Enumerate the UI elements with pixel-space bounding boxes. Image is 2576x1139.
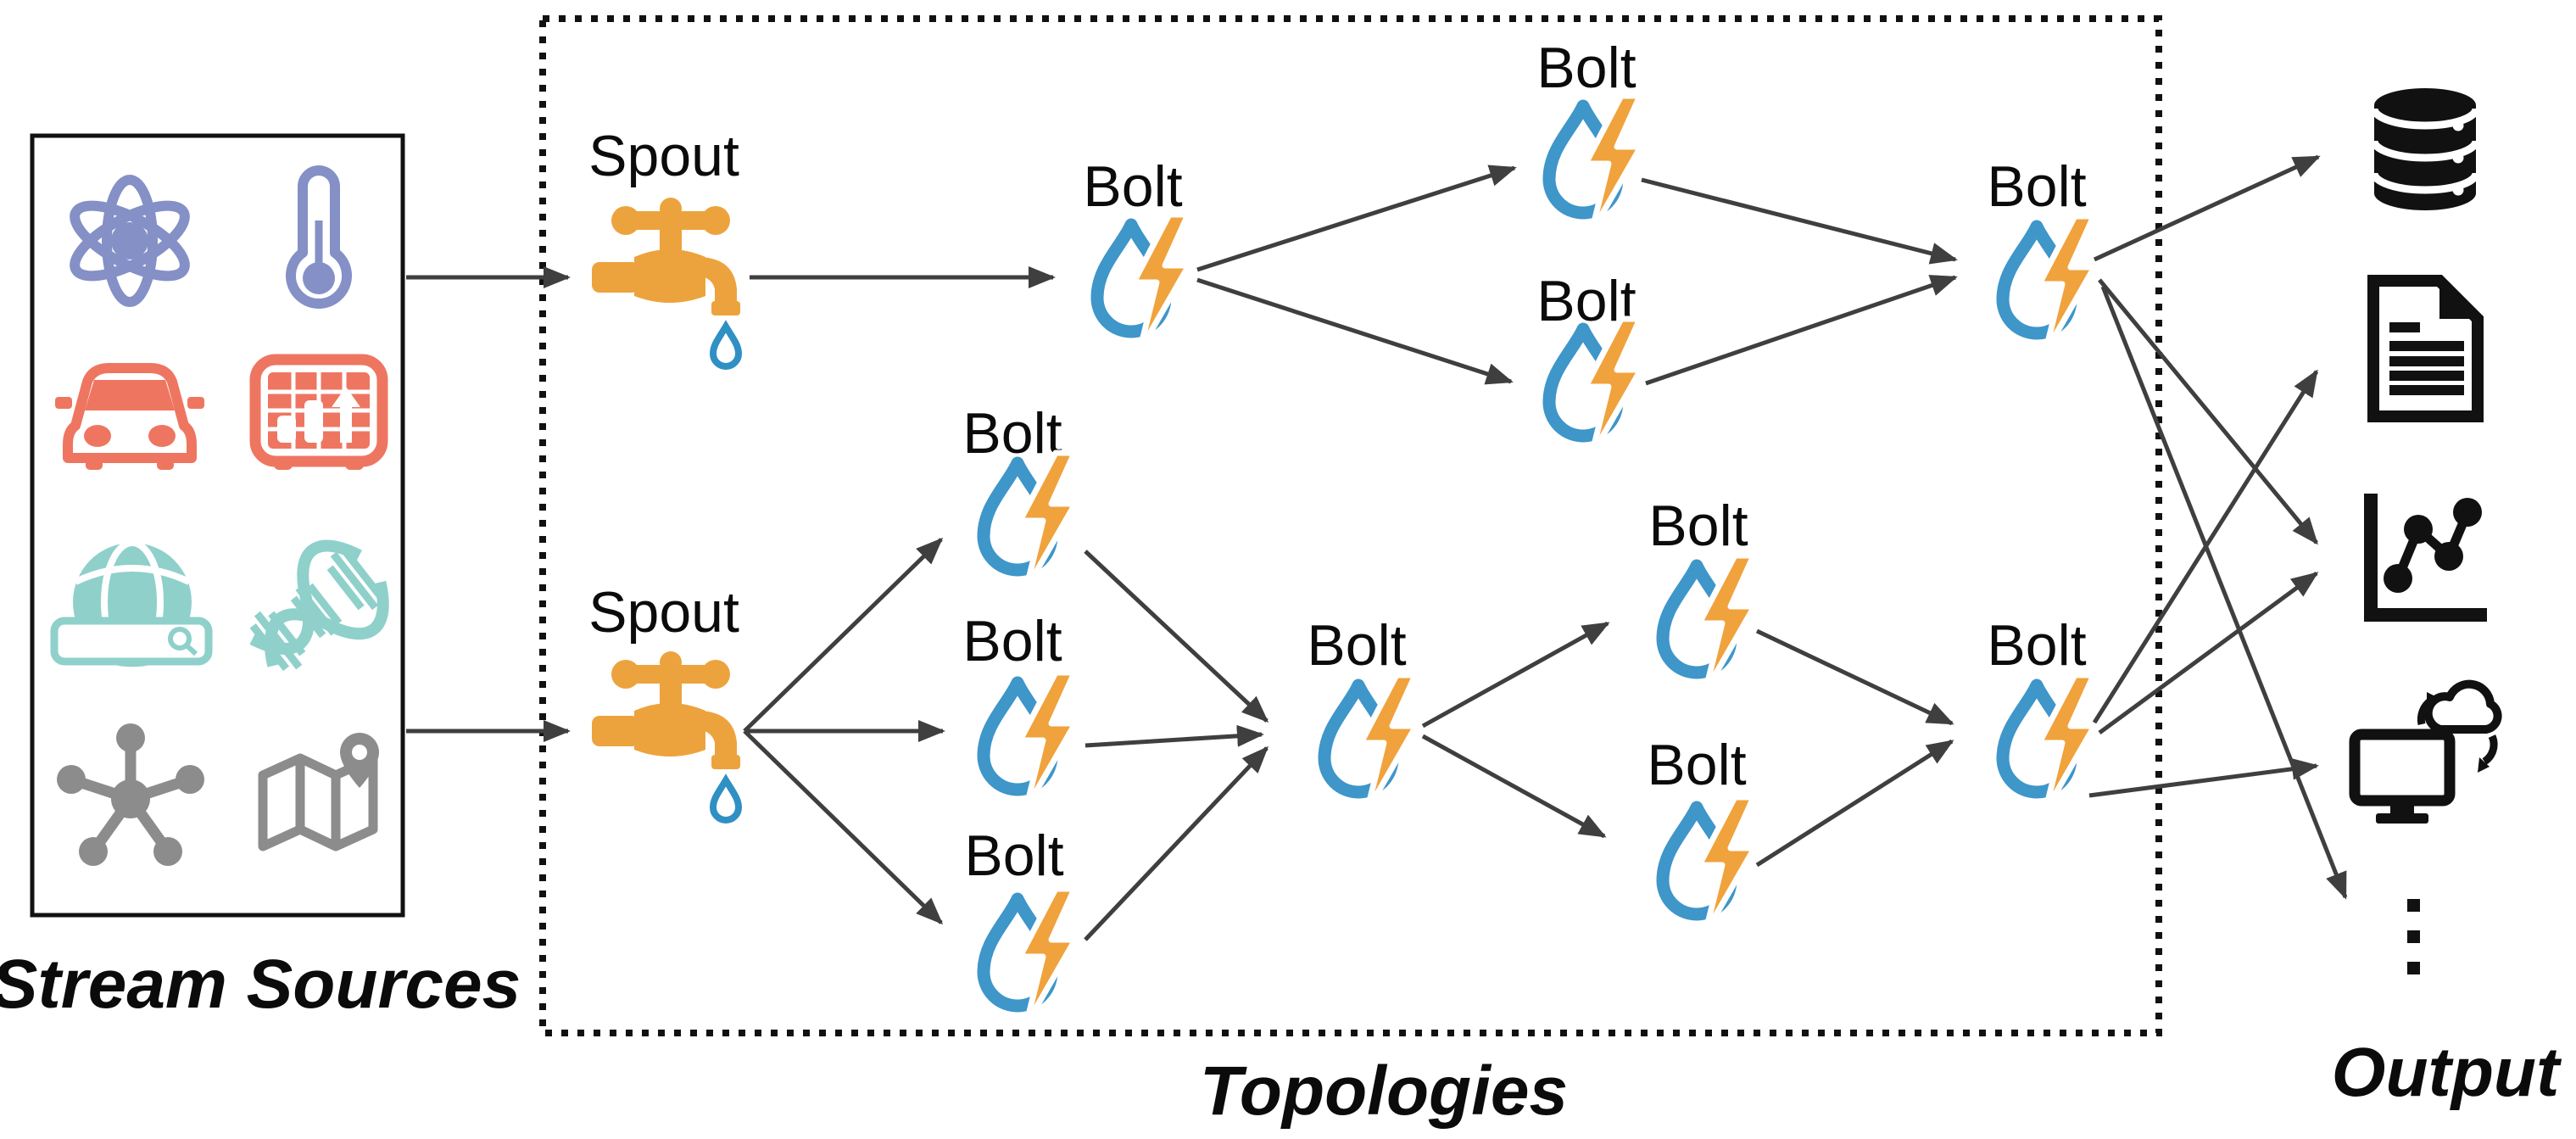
bolt-icon	[1549, 96, 1641, 232]
thermometer-icon	[291, 170, 347, 304]
spout-label: Spout	[588, 580, 739, 645]
bolt-label: Bolt	[1987, 154, 2086, 219]
stream-sources-panel: Stream Sources	[0, 133, 521, 1023]
bolt-label: Bolt	[1987, 613, 2086, 678]
bolt-icon	[984, 889, 1075, 1025]
edges	[406, 154, 2348, 941]
bolt-icon	[1097, 215, 1189, 351]
bolt-icon	[1324, 675, 1416, 812]
output-column: Output	[2332, 88, 2562, 1111]
bolt-label: Bolt	[1648, 494, 1748, 558]
spout-label: Spout	[588, 124, 739, 188]
bolt-icon	[1549, 319, 1641, 455]
bolt-icon	[984, 453, 1075, 589]
bolt-label: Bolt	[1647, 733, 1746, 797]
spout-icon	[592, 651, 740, 820]
bolt-label: Bolt	[964, 824, 1063, 888]
bolt-label: Bolt	[1083, 154, 1182, 219]
bolt-label: Bolt	[1536, 36, 1636, 100]
cloud-sync-display-icon	[2355, 684, 2498, 824]
bolt-icon	[984, 673, 1075, 809]
bolt-label: Bolt	[1307, 613, 1406, 678]
bolt-icon	[1663, 556, 1754, 692]
topologies-title: Topologies	[1200, 1052, 1568, 1130]
document-icon	[2373, 277, 2481, 416]
bolt-icon	[1663, 797, 1754, 934]
bolt-icon	[2003, 675, 2094, 812]
topologies-box	[539, 15, 2162, 1036]
output-title: Output	[2332, 1034, 2562, 1111]
dashboard-chart-icon	[255, 360, 382, 470]
spout-icon	[592, 198, 740, 366]
topology-1: Spout Bolt Bolt Bolt Bolt	[588, 36, 2094, 455]
database-icon	[2374, 88, 2476, 210]
bolt-label: Bolt	[962, 401, 1062, 466]
line-chart-icon	[2371, 494, 2487, 615]
bolt-label: Bolt	[962, 609, 1062, 673]
stream-sources-title: Stream Sources	[0, 946, 521, 1023]
bolt-icon	[2003, 216, 2094, 353]
more-ellipsis-icon	[2407, 899, 2420, 974]
topology-2: Spout Bolt Bolt Bolt Bolt Bolt Bolt Bolt	[588, 401, 2094, 1025]
